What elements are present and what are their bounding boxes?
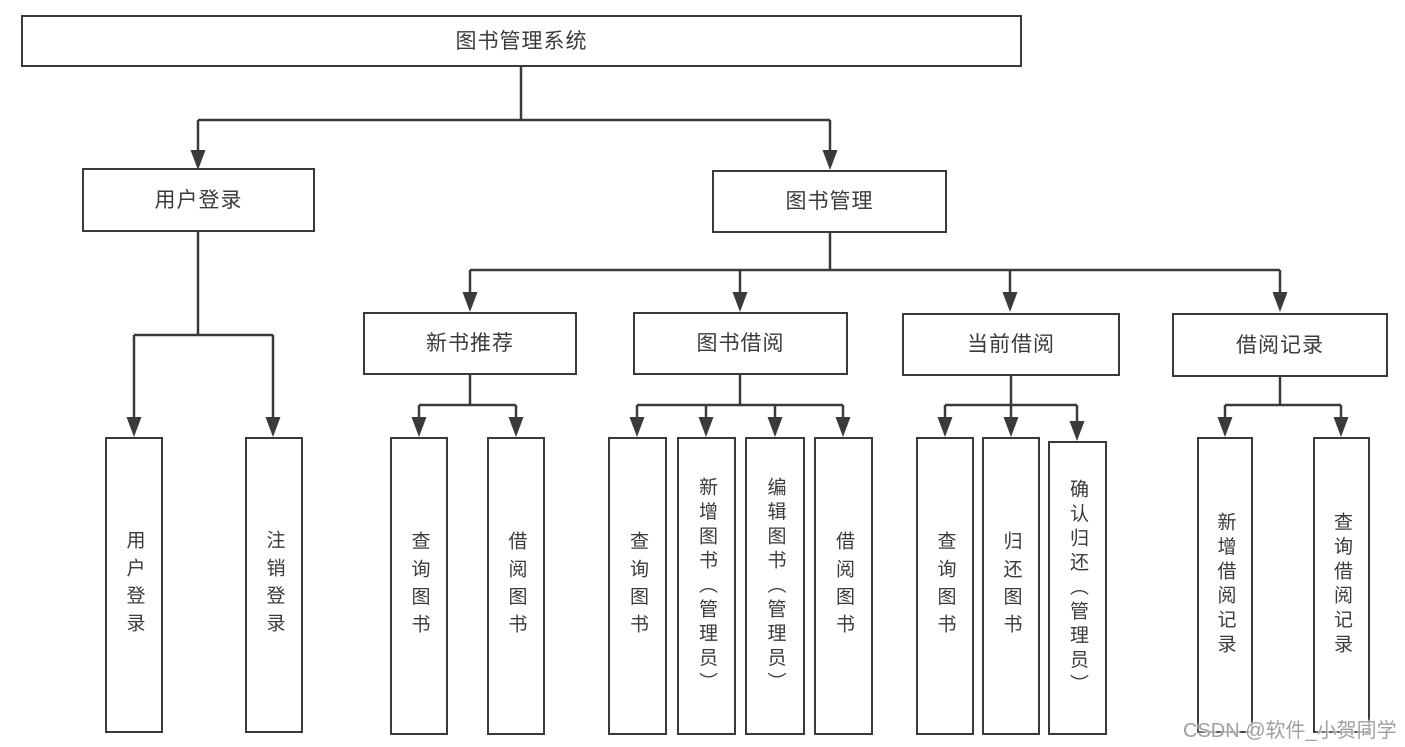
leaf-label: 查询图书 <box>627 530 648 642</box>
node-user-login: 用户登录 <box>82 168 315 232</box>
leaf-label: 注销登录 <box>263 529 285 641</box>
node-borrow-records: 借阅记录 <box>1172 313 1388 377</box>
leaf-label: 新增图书（管理员） <box>696 476 717 696</box>
leaf-label: 查询图书 <box>408 530 430 642</box>
node-book-borrowing: 图书借阅 <box>633 312 848 375</box>
leaf-label: 确认归还（管理员） <box>1067 478 1088 698</box>
leaf-label: 查询借阅记录 <box>1331 512 1352 658</box>
leaf-confirm-return-admin: 确认归还（管理员） <box>1048 441 1107 735</box>
node-new-book-recommend: 新书推荐 <box>363 312 577 375</box>
leaf-label: 编辑图书（管理员） <box>764 476 786 696</box>
leaf-query-book-newrec: 查询图书 <box>390 437 448 735</box>
leaf-query-book-current: 查询图书 <box>916 437 974 735</box>
leaf-add-borrow-record: 新增借阅记录 <box>1197 437 1253 733</box>
leaf-user-login: 用户登录 <box>105 437 163 733</box>
tree-edges <box>132 67 1343 427</box>
node-current-borrowing: 当前借阅 <box>902 313 1120 376</box>
node-book-management: 图书管理 <box>712 170 947 233</box>
leaf-query-book-borrowing: 查询图书 <box>608 437 667 735</box>
leaf-add-book-admin: 新增图书（管理员） <box>677 437 736 735</box>
csdn-watermark: CSDN @软件_小贺同学 <box>1183 720 1397 742</box>
leaf-label: 用户登录 <box>123 529 145 641</box>
leaf-label: 借阅图书 <box>833 530 854 642</box>
leaf-edit-book-admin: 编辑图书（管理员） <box>745 437 805 735</box>
leaf-return-book: 归还图书 <box>982 437 1040 735</box>
leaf-label: 借阅图书 <box>505 530 527 642</box>
leaf-label: 归还图书 <box>1000 530 1022 642</box>
leaf-borrow-book-borrowing: 借阅图书 <box>814 437 873 735</box>
leaf-label: 新增借阅记录 <box>1214 512 1236 658</box>
leaf-label: 查询图书 <box>934 530 956 642</box>
node-library-management-system: 图书管理系统 <box>21 15 1022 67</box>
leaf-query-borrow-record: 查询借阅记录 <box>1313 437 1370 733</box>
arrowheads <box>126 150 1349 441</box>
leaf-borrow-book-newrec: 借阅图书 <box>487 437 545 735</box>
leaf-logout: 注销登录 <box>245 437 303 733</box>
